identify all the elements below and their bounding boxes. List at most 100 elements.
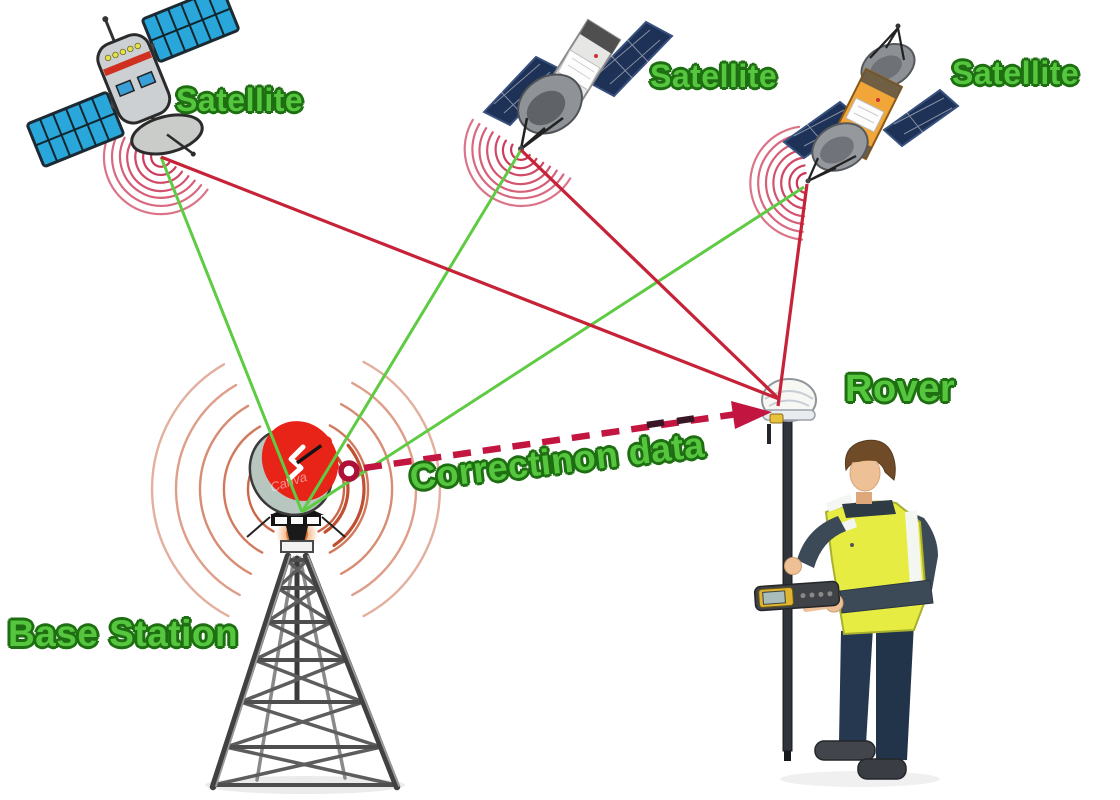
surveyor-left-arm <box>797 516 846 568</box>
satellite-3-label-lines <box>853 105 879 124</box>
controller-key-4 <box>827 591 833 597</box>
signal-arc <box>174 383 241 597</box>
satellite-3-feed-struts <box>806 155 857 182</box>
cabin-base <box>286 526 308 543</box>
rover-group <box>753 378 938 780</box>
surveyor-leg-left <box>839 628 873 744</box>
satellite-2-marking <box>594 54 598 58</box>
vest-button <box>850 543 854 547</box>
satellite-3-feed-tip <box>805 178 811 184</box>
surveyor <box>784 439 938 780</box>
satellite-1-label: Satellite <box>176 82 304 118</box>
tower-pedestal <box>280 540 314 553</box>
rover-pole-tip <box>784 751 791 761</box>
satellite-2-panel-right-grid <box>597 29 661 85</box>
vest-stripe-3 <box>905 510 923 600</box>
base-dish-crack <box>286 444 306 482</box>
red-line-satellite-2-rover <box>519 148 781 401</box>
satellite-2-label-panel <box>557 49 601 91</box>
controller-key-2 <box>809 592 815 598</box>
signal-arc <box>150 363 230 618</box>
correction-dark-dash-2 <box>676 415 695 425</box>
surveyor-shoe-right <box>857 758 907 780</box>
correction-arrowhead-icon <box>731 401 772 429</box>
signal-arc <box>142 147 177 177</box>
satellite-1-panel-left-grid <box>35 97 116 162</box>
signal-arc <box>351 381 418 597</box>
controller-key-3 <box>818 591 824 597</box>
satellite-1-feed-tip <box>190 151 196 157</box>
rover-radio-antenna <box>767 424 771 444</box>
satellite-1-dots <box>104 42 141 62</box>
signal-arc <box>757 133 804 233</box>
satellite-1-panel-right-grid <box>150 0 231 58</box>
satellite-1-feed <box>166 133 193 154</box>
signal-waves-satellite-3 <box>749 125 808 241</box>
satellite-3-label: Satellite <box>952 55 1080 91</box>
signal-arc <box>471 122 565 200</box>
surveyor-forearm <box>839 579 934 614</box>
cabin-window-2 <box>291 517 303 524</box>
tower-leg-right <box>302 552 401 791</box>
cabin-window-1 <box>275 517 287 524</box>
base-dish: Canva <box>248 421 339 517</box>
tower-diagonals <box>211 558 398 787</box>
satellite-3-panel-right-grid <box>893 97 953 135</box>
tower-leg-left <box>209 552 292 791</box>
surveyor-collar <box>842 500 896 518</box>
controller-key-1 <box>800 593 806 599</box>
satellite-3-label-panel <box>845 97 885 133</box>
signal-arc <box>198 404 253 575</box>
satellite-3-top-tip <box>895 23 901 29</box>
satellite-1-red-stripe <box>103 50 153 77</box>
satellite-2 <box>482 18 674 152</box>
correction-data-arrow <box>338 401 772 482</box>
correction-dark-dash-1 <box>646 419 665 429</box>
signal-arc <box>222 425 264 554</box>
satellite-2-label: Satellite <box>650 58 778 94</box>
surveyor-shoe-left <box>814 740 876 761</box>
correction-origin-ring-icon <box>338 460 360 482</box>
signal-arc <box>339 403 394 575</box>
rover-label: Rover <box>845 368 956 410</box>
satellite-2-label-lines <box>567 57 595 80</box>
cabin-side-struts <box>246 516 346 538</box>
surveyor-neck <box>856 492 872 504</box>
controller-screen <box>762 590 786 605</box>
tower-leg-right-highlight <box>307 555 400 787</box>
satellite-1-antenna-tip <box>102 16 109 23</box>
satellite-3-solar-panel-right <box>882 88 960 148</box>
signal-arc <box>749 125 804 241</box>
base-tower <box>209 552 401 791</box>
signal-arc <box>362 360 442 618</box>
green-line-satellite-3-base <box>301 185 805 514</box>
satellite-3-bottom-dish-inner <box>820 136 854 164</box>
satellite-3-body-band-top <box>860 69 902 99</box>
satellite-3-marking <box>876 98 880 102</box>
satellite-1-window-right <box>136 70 157 89</box>
signal-arc <box>788 164 807 202</box>
signal-arc <box>110 132 203 208</box>
red-line-satellite-1-rover <box>160 155 780 401</box>
signal-arc <box>134 143 184 184</box>
signal-arc <box>150 151 171 168</box>
satellite-3-top-struts <box>869 27 906 61</box>
tower-leg-left-highlight <box>215 555 291 787</box>
satellite-2-cap <box>580 20 620 54</box>
base-station-label: Base Station <box>8 613 239 654</box>
signal-arc <box>764 141 805 226</box>
satellite-2-feed-struts <box>519 116 564 151</box>
cabin-window-3 <box>307 517 319 524</box>
satellite-1-solar-panel-right <box>141 0 240 63</box>
signal-arc <box>102 129 209 216</box>
correction-dashed-line <box>363 410 738 472</box>
signal-waves-satellite-1 <box>102 129 209 216</box>
surveyor-fringe <box>849 450 892 467</box>
data-controller <box>753 580 841 612</box>
satellite-to-rover-lines <box>160 148 809 407</box>
tower-horizontals <box>211 558 399 787</box>
satellite-1-antenna <box>104 20 116 42</box>
signal-arc <box>118 136 196 199</box>
